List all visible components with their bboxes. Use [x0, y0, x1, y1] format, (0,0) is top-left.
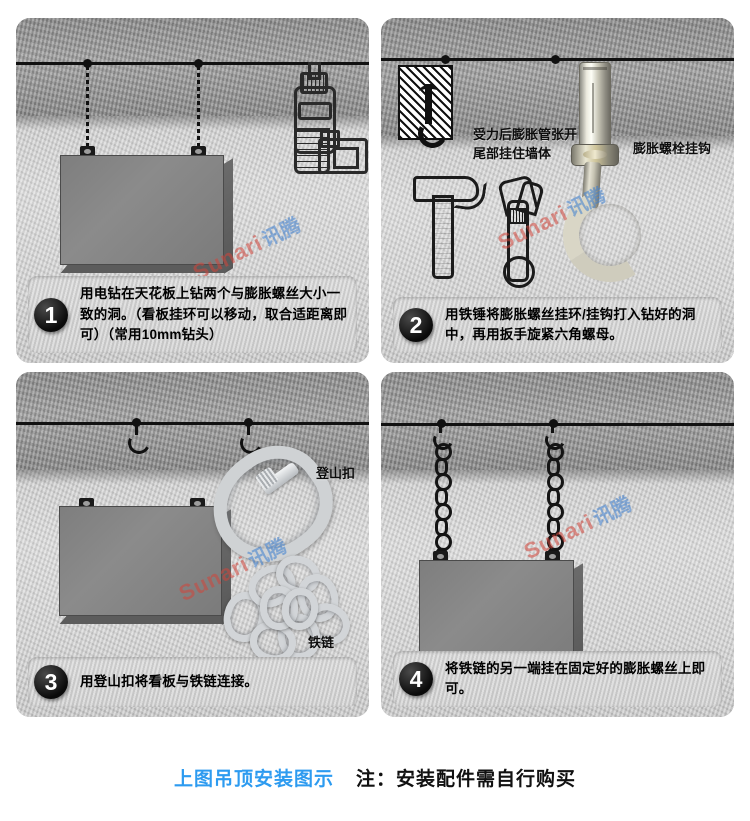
footer-title: 上图吊顶安装图示 [173, 769, 334, 790]
footer-caption: 上图吊顶安装图示 注：安装配件需自行购买 [0, 764, 750, 791]
ceiling-edge-line [16, 422, 369, 425]
step-text: 用电钻在天花板上钻两个与膨胀螺丝大小一致的洞。（看板挂环可以移动，取合适距离即可… [80, 286, 348, 342]
anchor-hook-icon [419, 85, 442, 143]
board-face [60, 155, 224, 265]
step-caption: 1 用电钻在天花板上钻两个与膨胀螺丝大小一致的洞。（看板挂环可以移动，取合适距离… [28, 276, 357, 353]
board-bottom-edge [60, 265, 232, 273]
sign-board [59, 506, 231, 625]
footer-note: 注：安装配件需自行购买 [356, 769, 577, 790]
mount-bracket [545, 551, 560, 562]
carabiner [191, 425, 353, 585]
wall-section-diagram [398, 65, 453, 140]
dotted-drop-line [86, 66, 89, 149]
step-caption: 3 用登山扣将看板与铁链连接。 [28, 657, 357, 707]
mount-bracket [191, 146, 206, 157]
steel-chain [219, 550, 362, 667]
anchor-splay-icon [419, 85, 439, 98]
mount-bracket [433, 551, 448, 562]
ceiling-hook [127, 421, 149, 451]
mount-bracket [79, 498, 94, 509]
expansion-bolt-hook-label: 膨胀螺栓挂钩 [633, 141, 712, 156]
panel-step-3: 登山扣 铁链 Sunari讯腾 3 用登山扣将看板与铁链连接。 [16, 372, 369, 717]
panel-step-4: Sunari讯腾 4 将铁链的另一端挂在固定好的膨胀螺丝上即可。 [381, 372, 734, 717]
ceiling-surface [16, 372, 369, 470]
ceiling-edge-line [16, 62, 369, 65]
step-text: 用铁锤将膨胀螺丝挂环/挂钩打入钻好的洞中，再用扳手旋紧六角螺母。 [445, 306, 696, 342]
step-number: 1 [34, 297, 68, 332]
hammer-head-icon [413, 176, 479, 202]
wall-anchor-label: 受力后膨胀管张开 尾部挂住墙体 [473, 127, 578, 161]
drill-icon [268, 62, 368, 186]
board-face [59, 506, 222, 616]
step-text: 将铁链的另一端挂在固定好的膨胀螺丝上即可。 [445, 660, 706, 696]
expansion-bolt-hook [554, 60, 666, 291]
ceiling-point [83, 59, 92, 68]
mount-bracket [190, 498, 205, 509]
hammer-claw-icon [453, 178, 487, 212]
drill-grip-icon [294, 128, 330, 174]
chain-hook [432, 422, 452, 448]
step-caption: 4 将铁链的另一端挂在固定好的膨胀螺丝上即可。 [393, 651, 722, 708]
carabiner-label: 登山扣 [316, 466, 356, 481]
board-side-edge [224, 158, 233, 274]
step-caption: 2 用铁锤将膨胀螺丝挂环/挂钩打入钻好的洞中，再用扳手旋紧六角螺母。 [393, 297, 722, 354]
ceiling-hook [239, 421, 261, 451]
chain-label: 铁链 [308, 635, 335, 650]
chain-hook [544, 422, 564, 448]
drill-collar-icon [298, 102, 332, 120]
panel-step-2: 受力后膨胀管张开 尾部挂住墙体 膨胀螺栓挂钩 Sunari讯腾 2 用铁锤将膨胀… [381, 18, 734, 363]
wrench-icon [491, 174, 551, 288]
hammer-handle-icon [432, 195, 454, 279]
ceiling-point [441, 55, 450, 64]
ceiling-point [551, 55, 560, 64]
step-number: 4 [399, 661, 433, 696]
bolt-sleeve-icon [579, 62, 611, 150]
step-text: 用登山扣将看板与铁链连接。 [80, 673, 259, 689]
hammer-icon [403, 176, 487, 281]
ceiling-point [194, 59, 203, 68]
mount-bracket [80, 146, 95, 157]
step-number: 2 [399, 307, 433, 342]
step-number: 3 [34, 665, 68, 699]
board-bottom-edge [59, 616, 230, 624]
dotted-drop-line [197, 66, 200, 149]
drill-battery-icon [318, 138, 368, 174]
sign-board [60, 155, 233, 274]
wrench-ring-icon [503, 256, 535, 288]
panel-step-1: Sunari讯腾 1 用电钻在天花板上钻两个与膨胀螺丝大小一致的洞。（看板挂环可… [16, 18, 369, 363]
